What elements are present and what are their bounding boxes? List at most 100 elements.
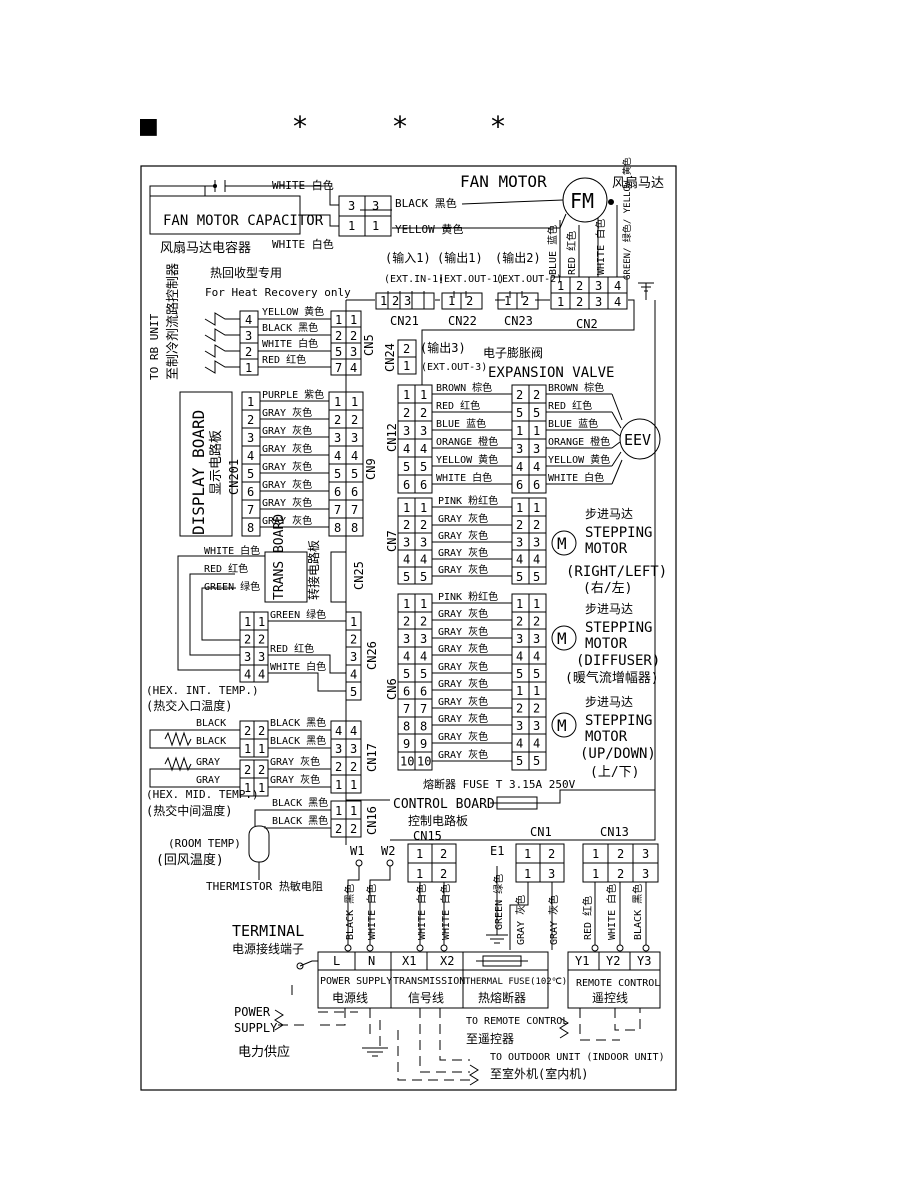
rb-cn5-pin: 2 <box>335 329 342 343</box>
cn7-wire: PINK 粉红色 <box>438 494 498 507</box>
supply-label: SUPPLY <box>234 1021 278 1035</box>
cn1-pin: 3 <box>548 867 555 881</box>
remote-block-pin: Y3 <box>637 954 651 968</box>
rb-wire: YELLOW 黄色 <box>262 305 324 318</box>
cn26-pin: 4 <box>350 668 357 682</box>
heat-recovery-cn: 热回收型专用 <box>210 265 282 280</box>
ext-out1-cn: (输出1) <box>437 250 483 265</box>
rb-wire: BLACK 黑色 <box>262 321 318 334</box>
cn26-side-pin: 2 <box>244 633 251 647</box>
cn7-motor-pin: 2 <box>516 518 523 532</box>
fan-motor-label-cn: 风扇马达 <box>612 175 664 191</box>
motor-wire-yellow: YELLOW 黄色 <box>395 222 463 236</box>
cn9-pin: 8 <box>351 521 358 535</box>
rb-wire: RED 红色 <box>262 353 306 366</box>
cn2-pin: 4 <box>614 295 621 309</box>
eev-label: EEV <box>624 431 651 449</box>
cn26-pin: 1 <box>350 615 357 629</box>
terminal-block-pin: L <box>333 954 340 968</box>
cn7-motor-pin: 4 <box>533 553 540 567</box>
power-supply-cn: 电源线 <box>332 991 368 1005</box>
cn17-pin: 3 <box>350 742 357 756</box>
cn7-pin: 1 <box>403 501 410 515</box>
cn21-label: CN21 <box>390 314 419 328</box>
cn26-pin: 3 <box>350 650 357 664</box>
cn6-wire: GRAY 灰色 <box>438 748 488 761</box>
display-pin: 1 <box>247 395 254 409</box>
cn2-pin: 3 <box>595 279 602 293</box>
cn12-pin: 2 <box>420 406 427 420</box>
to-outdoor-cn: 至室外机(室内机) <box>490 1066 588 1081</box>
eev-motor-wire: RED 红色 <box>548 399 592 412</box>
eev-board-wire: BLUE 蓝色 <box>436 417 486 430</box>
rb-wire: WHITE 白色 <box>262 337 318 350</box>
cn26-pin: 2 <box>350 633 357 647</box>
cn7-wire: GRAY 灰色 <box>438 512 488 525</box>
control-wire: GREEN 绿色 <box>492 874 505 930</box>
cn6-wire: GRAY 灰色 <box>438 642 488 655</box>
rb-side-pin: 2 <box>245 345 252 359</box>
control-wire: WHITE 白色 <box>605 884 618 940</box>
motor-vertical-wire: BLUE 蓝色 <box>546 225 559 275</box>
ext-out2-en: (EXT.OUT-2) <box>496 274 562 285</box>
terminal-en: TERMINAL <box>232 922 304 940</box>
eev-motor-wire: YELLOW 黄色 <box>548 453 610 466</box>
stepping-en: MOTOR <box>585 729 628 745</box>
cn7-motor-pin: 4 <box>516 553 523 567</box>
control-wire: WHITE 白色 <box>439 884 452 940</box>
eev-motor-wire: WHITE 白色 <box>548 471 604 484</box>
cn2-pin: 3 <box>595 295 602 309</box>
cn21-pin: 2 <box>392 294 399 308</box>
cn26-wire: WHITE 白色 <box>270 660 326 673</box>
cn17-board-wire: BLACK 黑色 <box>270 716 326 729</box>
eev-motor-pin: 2 <box>533 388 540 402</box>
rb-cn5-pin: 1 <box>335 313 342 327</box>
stepping-en: MOTOR <box>585 636 628 652</box>
cn6-pin: 10 <box>400 755 414 769</box>
cn17-wire: GRAY <box>196 775 220 786</box>
cn12-pin: 6 <box>420 478 427 492</box>
sensor-pin: 2 <box>244 763 251 777</box>
cn6-pin: 10 <box>417 755 431 769</box>
room-temp-label: (ROOM TEMP) <box>168 837 241 850</box>
fm-symbol: FM <box>570 189 594 213</box>
display-wire: GRAY 灰色 <box>262 496 312 509</box>
cn25-label: CN25 <box>352 561 366 590</box>
cn17-pin: 2 <box>335 760 342 774</box>
cn6-motor-pin: 2 <box>533 615 540 629</box>
display-board-cn: 显示电路板 <box>208 430 224 495</box>
cn13-pin: 3 <box>642 847 649 861</box>
terminal-cn: 电源接线端子 <box>232 941 304 956</box>
eev-motor-pin: 2 <box>516 388 523 402</box>
fan-cn5-pin: 3 <box>372 199 379 213</box>
cn24-pin: 2 <box>403 342 410 356</box>
ext-in1-cn: (输入1) <box>385 250 431 265</box>
cn16-wire: BLACK 黑色 <box>272 796 328 809</box>
cn26-side-pin: 1 <box>244 615 251 629</box>
cn17-pin: 3 <box>335 742 342 756</box>
hex-mid-label: (HEX. MID. TEMP.) <box>146 788 259 801</box>
cn16-pin: 1 <box>335 804 342 818</box>
cn12-pin: 5 <box>403 460 410 474</box>
cn7-motor-pin: 1 <box>533 501 540 515</box>
ext-out1-en: (EXT.OUT-1) <box>438 274 504 285</box>
cn9-pin: 4 <box>334 449 341 463</box>
motor-vertical-wire: RED 红色 <box>565 231 578 275</box>
display-pin: 3 <box>247 431 254 445</box>
cn6-motor-pin: 3 <box>533 719 540 733</box>
w2-label: W2 <box>381 844 395 858</box>
cn6-wire: GRAY 灰色 <box>438 677 488 690</box>
eev-motor-wire: ORANGE 橙色 <box>548 435 610 448</box>
eev-motor-pin: 3 <box>516 442 523 456</box>
transmission-cn: 信号线 <box>408 991 444 1005</box>
cn12-pin: 2 <box>403 406 410 420</box>
display-wire: GRAY 灰色 <box>262 478 312 491</box>
cn7-pin: 3 <box>403 535 410 549</box>
cn7-wire: GRAY 灰色 <box>438 529 488 542</box>
cn12-label: CN12 <box>385 423 399 452</box>
cn15-pin: 2 <box>440 847 447 861</box>
cn6-pin: 9 <box>403 737 410 751</box>
cn6-wire: GRAY 灰色 <box>438 730 488 743</box>
cn17-pin: 1 <box>335 778 342 792</box>
control-wire: WHITE 白色 <box>415 884 428 940</box>
